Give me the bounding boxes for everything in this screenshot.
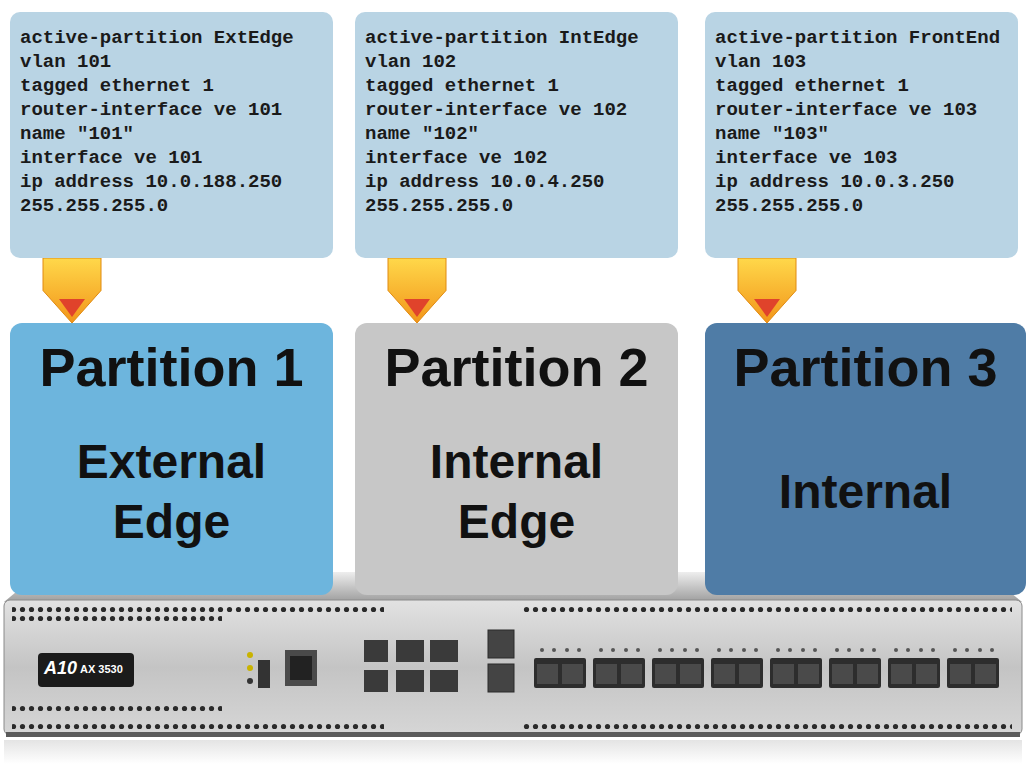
- port-pair: [888, 648, 940, 688]
- arrow-tip: [404, 299, 430, 317]
- partition-title: Partition 2: [384, 335, 648, 399]
- vent-dots: [12, 704, 222, 713]
- config-line: interface ve 103: [715, 146, 1012, 170]
- config-box: active-partition IntEdgevlan 102tagged e…: [355, 12, 678, 258]
- config-line: name "101": [20, 122, 327, 146]
- ethernet-port: [430, 640, 458, 662]
- partition-role: Internal: [779, 462, 952, 522]
- partition-body-area: External Edge: [20, 399, 323, 585]
- chassis-bottom: [6, 732, 1020, 737]
- config-line: name "102": [365, 122, 672, 146]
- partition-body-area: Internal: [715, 399, 1016, 585]
- port-pair: [770, 648, 822, 688]
- sfp-port: [488, 664, 514, 692]
- block-arrow: [43, 258, 101, 323]
- partition-box: Partition 3 Internal: [705, 323, 1026, 595]
- partition-title: Partition 3: [733, 335, 997, 399]
- port-pair: [534, 648, 586, 688]
- config-line: vlan 101: [20, 50, 327, 74]
- config-line: tagged ethernet 1: [20, 74, 327, 98]
- logo-plate: [38, 653, 134, 687]
- partition-role: External Edge: [42, 432, 302, 552]
- config-line: ip address 10.0.4.250 255.255.255.0: [365, 170, 672, 218]
- vent-dots: [12, 722, 384, 731]
- partition-box: Partition 1 External Edge: [10, 323, 333, 595]
- block-arrow: [388, 258, 446, 323]
- config-line: tagged ethernet 1: [715, 74, 1012, 98]
- arrow-body: [738, 258, 796, 323]
- config-line: ip address 10.0.188.250 255.255.255.0: [20, 170, 327, 218]
- port-pair: [947, 648, 999, 688]
- mgmt-port: [364, 640, 388, 662]
- status-led: [247, 652, 253, 658]
- arrow-body: [43, 258, 101, 323]
- brand-logo: A10: [44, 658, 77, 679]
- model-name: AX 3530: [80, 663, 123, 675]
- port-pair: [829, 648, 881, 688]
- status-led: [247, 665, 253, 671]
- ethernet-port: [396, 670, 424, 692]
- config-box: active-partition ExtEdgevlan 101tagged e…: [10, 12, 333, 258]
- partition-role: Internal Edge: [387, 432, 647, 552]
- config-box: active-partition FrontEndvlan 103tagged …: [705, 12, 1018, 258]
- arrow-body: [388, 258, 446, 323]
- config-line: active-partition FrontEnd: [715, 26, 1012, 50]
- config-line: tagged ethernet 1: [365, 74, 672, 98]
- config-line: name "103": [715, 122, 1012, 146]
- vent-dots: [12, 605, 384, 614]
- sfp-port: [488, 630, 514, 658]
- console-port: [285, 650, 317, 686]
- status-led: [247, 678, 253, 684]
- partition-box: Partition 2 Internal Edge: [355, 323, 678, 595]
- port-pair: [652, 648, 704, 688]
- config-line: router-interface ve 101: [20, 98, 327, 122]
- config-line: router-interface ve 103: [715, 98, 1012, 122]
- config-line: vlan 103: [715, 50, 1012, 74]
- ethernet-port: [396, 640, 424, 662]
- config-line: ip address 10.0.3.250 255.255.255.0: [715, 170, 1012, 218]
- arrow-tip: [59, 299, 85, 317]
- port-pair: [593, 648, 645, 688]
- vent-dots: [522, 605, 1012, 614]
- console-port: [290, 656, 312, 680]
- config-line: interface ve 102: [365, 146, 672, 170]
- config-line: vlan 102: [365, 50, 672, 74]
- config-line: active-partition ExtEdge: [20, 26, 327, 50]
- arrow-tip: [754, 299, 780, 317]
- front-panel: [4, 600, 1022, 735]
- partition-title: Partition 1: [39, 335, 303, 399]
- vent-dots: [12, 614, 222, 623]
- port-pair: [711, 648, 763, 688]
- vent-dots: [522, 722, 1012, 731]
- config-line: router-interface ve 102: [365, 98, 672, 122]
- mgmt-port: [364, 670, 388, 692]
- reflection: [4, 740, 1022, 764]
- config-line: interface ve 101: [20, 146, 327, 170]
- config-line: active-partition IntEdge: [365, 26, 672, 50]
- usb-port: [258, 660, 270, 688]
- block-arrow: [738, 258, 796, 323]
- partition-body-area: Internal Edge: [365, 399, 668, 585]
- ethernet-port: [430, 670, 458, 692]
